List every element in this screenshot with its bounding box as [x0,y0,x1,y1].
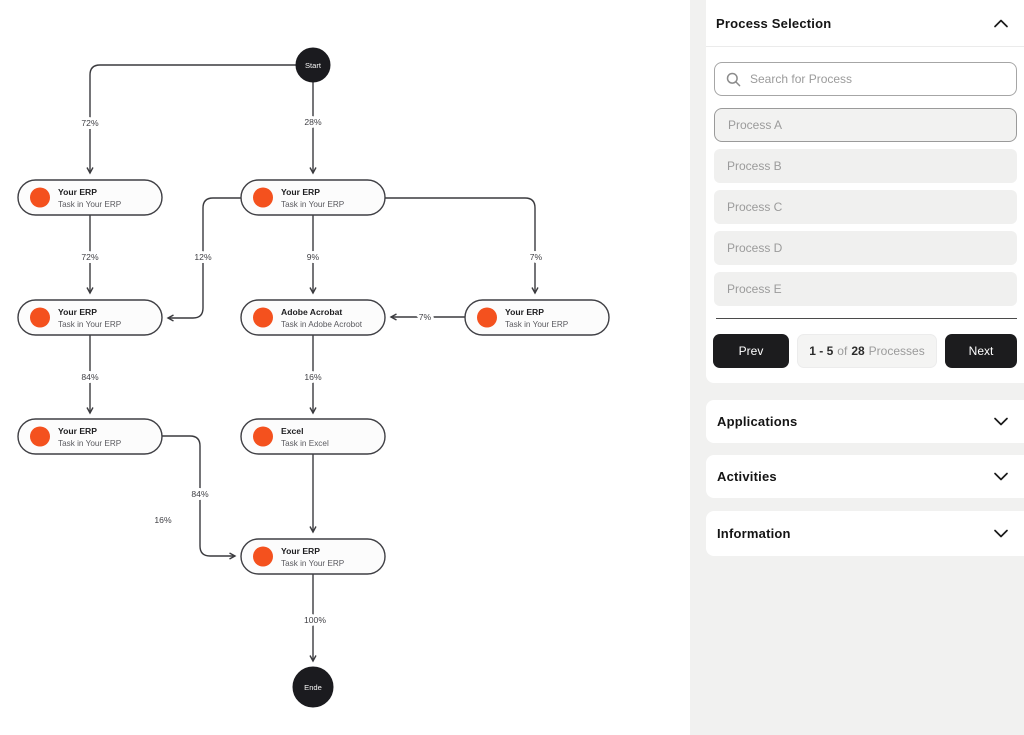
process-item-d[interactable]: Process D [714,231,1017,265]
node-subtitle: Task in Your ERP [281,200,345,209]
node-subtitle: Task in Excel [281,439,329,448]
node-subtitle: Task in Your ERP [58,200,122,209]
process-selection-header[interactable]: Process Selection [706,0,1024,47]
section-applications[interactable]: Applications [706,400,1024,443]
node-excel[interactable]: Excel Task in Excel [240,418,386,455]
node-title: Adobe Acrobat [281,307,342,317]
node-title: Your ERP [281,546,320,556]
edge-label: 84% [81,372,99,382]
edge-label: 16% [304,372,322,382]
node-your-erp-5[interactable]: Your ERP Task in Your ERP [17,418,163,455]
node-your-erp-6[interactable]: Your ERP Task in Your ERP [240,538,386,575]
edge-label: 100% [304,615,326,625]
chevron-down-icon[interactable] [993,471,1009,482]
right-panel: Process Selection Process A Process B Pr… [690,0,1024,735]
search-input[interactable] [750,72,1005,86]
edge-erp6-erp8 [162,435,235,556]
node-subtitle: Task in Your ERP [58,439,122,448]
app-dot-icon [30,307,50,328]
process-item-b[interactable]: Process B [714,149,1017,183]
process-item-c[interactable]: Process C [714,190,1017,224]
node-title: Your ERP [505,307,544,317]
app-dot-icon [253,546,273,567]
edge-label: 84% [191,489,209,499]
app-dot-icon [253,426,273,447]
process-map-canvas: 72% 28% 72% 12% 9% 7% 7% 84% 16% 84% 16%… [17,47,610,708]
panel-title: Process Selection [716,15,832,31]
section-label: Activities [717,469,777,484]
pagination-of: of [837,344,848,358]
edge-label: 72% [81,252,99,262]
prev-button[interactable]: Prev [713,334,789,368]
node-title: Your ERP [58,307,97,317]
search-icon [726,72,741,86]
edge-erp2-erp3 [168,197,241,318]
section-information[interactable]: Information [706,511,1024,556]
next-button[interactable]: Next [945,334,1017,368]
pagination-unit: Processes [868,344,925,358]
ende-label: Ende [304,683,322,692]
edge-label: 7% [419,312,432,322]
pagination-total: 28 [851,344,865,358]
edge-start-erp1 [90,64,296,173]
process-list: Process A Process B Process C Process D … [714,108,1017,306]
node-your-erp-3[interactable]: Your ERP Task in Your ERP [17,299,163,336]
node-title: Your ERP [58,426,97,436]
edge-label: 28% [304,117,322,127]
edges [90,64,535,661]
edge-label: 12% [194,252,212,262]
edge-label: 16% [154,515,172,525]
app-dot-icon [30,187,50,208]
pagination: Prev 1 - 5 of 28 Processes Next [713,334,1017,368]
pagination-status: 1 - 5 of 28 Processes [797,334,937,368]
node-subtitle: Task in Your ERP [505,320,569,329]
edge-label: 72% [81,118,99,128]
node-title: Your ERP [58,187,97,197]
node-subtitle: Task in Adobe Acrobot [281,320,363,329]
pagination-divider [716,318,1017,319]
app-dot-icon [477,307,497,328]
node-your-erp-2[interactable]: Your ERP Task in Your ERP [240,179,386,216]
edge-label: 9% [307,252,320,262]
node-start[interactable]: Start [295,47,331,83]
process-search-box[interactable] [714,62,1017,96]
section-activities[interactable]: Activities [706,455,1024,498]
app-dot-icon [30,426,50,447]
node-title: Excel [281,426,303,436]
node-your-erp-4[interactable]: Your ERP Task in Your ERP [464,299,610,336]
chevron-down-icon[interactable] [993,528,1009,539]
section-label: Information [717,526,791,541]
process-map-svg: 72% 28% 72% 12% 9% 7% 7% 84% 16% 84% 16%… [17,47,610,708]
app-dot-icon [253,307,273,328]
process-item-a[interactable]: Process A [714,108,1017,142]
node-subtitle: Task in Your ERP [58,320,122,329]
edge-erp2-erp5 [385,197,535,293]
app-dot-icon [253,187,273,208]
process-selection-card: Process Selection Process A Process B Pr… [706,0,1024,383]
process-item-e[interactable]: Process E [714,272,1017,306]
node-ende[interactable]: Ende [292,666,334,708]
section-label: Applications [717,414,798,429]
node-adobe-acrobat[interactable]: Adobe Acrobat Task in Adobe Acrobot [240,299,386,336]
start-label: Start [305,61,322,70]
chevron-up-icon[interactable] [993,18,1009,29]
edge-labels: 72% 28% 72% 12% 9% 7% 7% 84% 16% 84% 16%… [78,114,545,628]
node-your-erp-1[interactable]: Your ERP Task in Your ERP [17,179,163,216]
node-title: Your ERP [281,187,320,197]
edge-label: 7% [530,252,543,262]
chevron-down-icon[interactable] [993,416,1009,427]
pagination-range: 1 - 5 [809,344,834,358]
node-subtitle: Task in Your ERP [281,559,345,568]
